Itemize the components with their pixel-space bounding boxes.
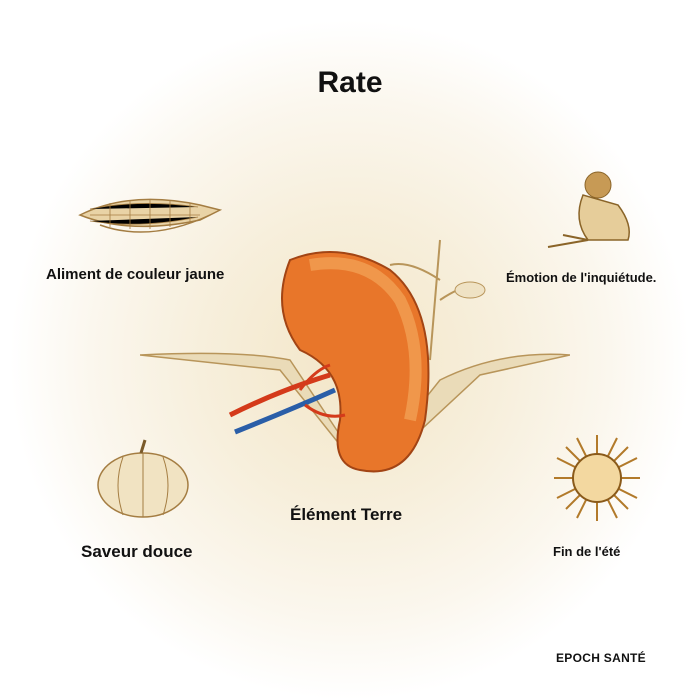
kidney-spleen-illustration <box>140 239 570 473</box>
pumpkin-icon <box>97 439 189 518</box>
element-label: Élément Terre <box>290 505 403 524</box>
brand-logo: EPOCH SANTÉ <box>556 651 646 665</box>
season-label: Fin de l'été <box>553 544 621 559</box>
corn-icon <box>78 198 223 233</box>
emotion-label: Émotion de l'inquiétude. <box>506 270 657 285</box>
worried-person-icon <box>547 171 630 248</box>
page-title: Rate <box>317 66 383 99</box>
taste-label: Saveur douce <box>81 542 193 561</box>
sun-icon <box>554 435 640 521</box>
food-color-label: Aliment de couleur jaune <box>46 266 225 283</box>
